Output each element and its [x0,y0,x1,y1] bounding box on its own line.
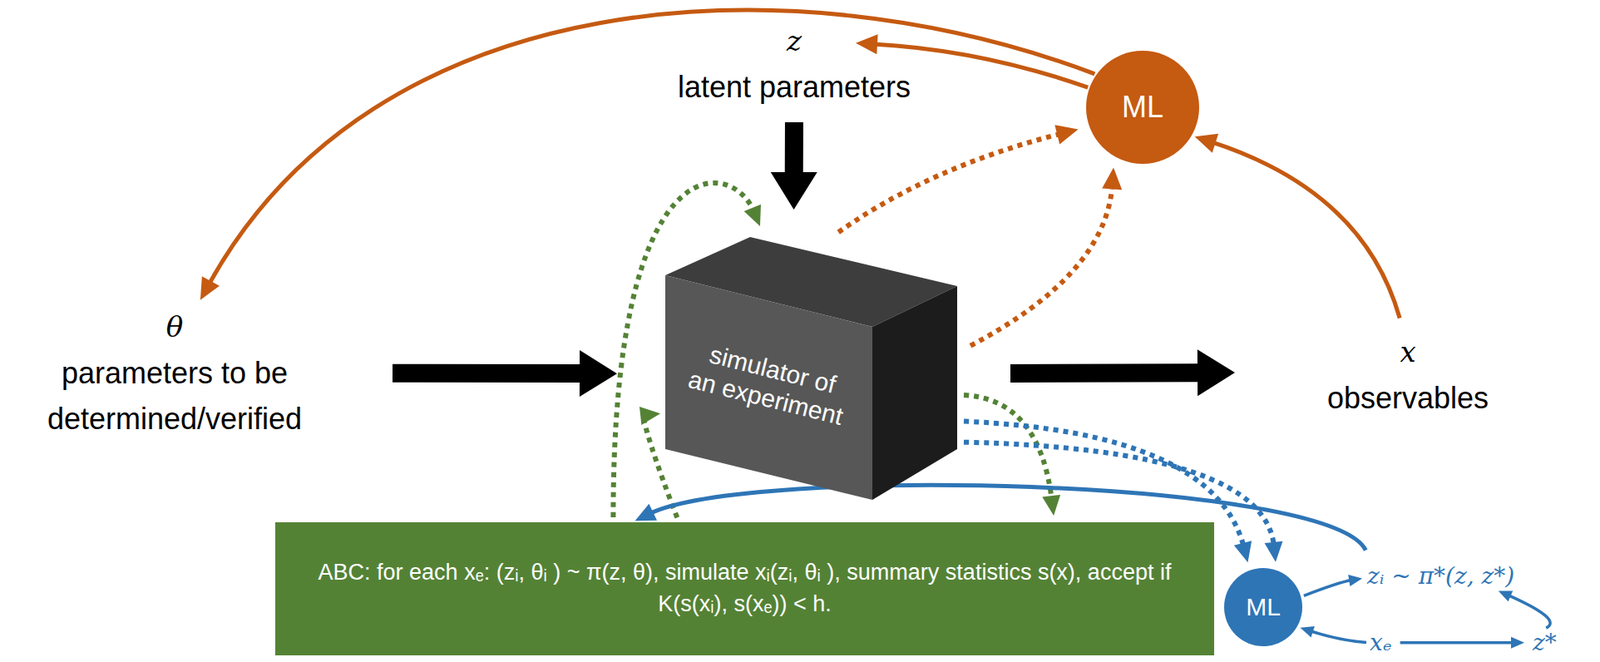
latent-estimate: z* [1532,628,1557,657]
arrowhead [744,204,761,227]
simulator-box: simulator of an experiment [665,237,958,500]
node-subtext: parameters to be determined/verified [8,350,341,442]
node-text: ABC: for each xₑ: (zᵢ, θᵢ ) ~ π(z, θ), s… [293,557,1196,621]
connector-line [970,184,1113,346]
connector-line [1210,142,1400,319]
connector-line [208,9,1095,285]
latent-label: zlatent parameters [627,18,961,110]
flow-arrow [1400,637,1525,649]
node-text: zᵢ ~ π*(z, z*) [1367,562,1515,591]
flow-arrow [963,395,1061,516]
arrowhead [200,276,220,301]
flow-arrow [200,9,1095,301]
flow-arrow [1303,574,1363,596]
arrowhead [635,503,657,521]
arrowhead [1054,124,1078,144]
flow-arrow [1498,590,1551,628]
cube-front [665,275,873,500]
arrowhead [1234,540,1252,563]
node-text: x [1283,329,1533,376]
node-text: θ [8,304,341,351]
flow-arrow [970,167,1122,346]
node-text: xₑ [1369,628,1393,657]
arrowhead [639,406,661,425]
node-text: z [627,18,961,65]
node-label: ML [1121,89,1164,125]
block-arrow-shape [392,350,618,397]
flow-arrow [1300,626,1368,642]
node-text: z* [1532,628,1557,657]
arrowhead [1498,590,1513,602]
arrowhead [1300,626,1315,638]
abc-box: ABC: for each xₑ: (zᵢ, θᵢ ) ~ π(z, θ), s… [275,522,1215,656]
node-subtext: latent parameters [627,64,961,110]
parameter-label: θparameters to be determined/verified [8,304,341,442]
band-fill [266,515,1600,662]
arrowhead [1264,541,1284,563]
observable-label: xobservables [1283,329,1533,421]
block-arrow [770,122,818,210]
ml-circle: ML [1224,567,1303,647]
flow-arrow [838,124,1078,233]
prior-formula: zᵢ ~ π*(z, z*) [1367,562,1515,591]
cube-side [872,286,958,500]
block-arrow [392,350,618,397]
arrowhead [1195,133,1219,154]
data-symbol: xₑ [1369,628,1393,657]
circle-fill [1224,567,1303,647]
flow-arrow [1195,133,1400,319]
arrowhead [855,34,879,55]
ml-circle: ML [1086,50,1200,164]
connector-line [1303,579,1353,596]
connector-line [1507,595,1551,629]
connector-line [1400,641,1515,645]
arrowhead [1348,574,1363,587]
node-subtext: observables [1283,375,1533,421]
inference-band: ABC: for each xₑ: (zᵢ, θᵢ ) ~ π(z, θ), s… [266,515,1600,662]
block-arrow-shape [770,122,818,210]
connector-line [838,133,1062,233]
connector-line [1310,631,1367,643]
circle-fill [1086,50,1200,164]
arrowhead [1101,167,1122,190]
arrowhead [1041,494,1061,516]
arrowhead [1511,637,1525,649]
block-arrow-shape [1010,349,1235,396]
block-arrow [1010,349,1235,396]
node-label: ML [1245,592,1281,622]
